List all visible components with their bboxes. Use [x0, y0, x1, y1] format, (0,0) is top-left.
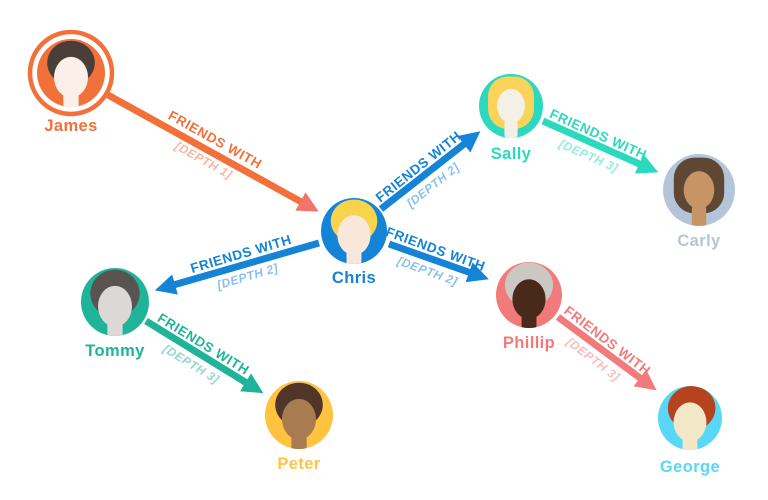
- edge-line: [144, 318, 264, 394]
- avatar-face: [673, 402, 707, 442]
- avatar-carly: [673, 157, 725, 226]
- edge-chris-tommy[interactable]: FRIENDS WITH [DEPTH 2]: [154, 232, 320, 298]
- node-label: Tommy: [85, 342, 145, 360]
- node-chris[interactable]: Chris: [321, 198, 387, 287]
- node-tommy[interactable]: Tommy: [81, 268, 149, 360]
- node-peter[interactable]: Peter: [265, 381, 333, 473]
- avatar-phillip: [504, 262, 554, 328]
- node-sally[interactable]: Sally: [479, 74, 543, 163]
- edge-chris-sally[interactable]: FRIENDS WITH [DEPTH 2]: [373, 128, 481, 223]
- avatar-neck: [691, 204, 707, 226]
- node-label: George: [660, 458, 720, 476]
- avatar-face: [497, 88, 525, 124]
- avatar-chris: [330, 199, 378, 264]
- avatar-face: [98, 285, 132, 327]
- avatar-sally: [488, 76, 534, 138]
- node-label: Carly: [677, 232, 721, 250]
- node-phillip[interactable]: Phillip: [496, 262, 562, 352]
- avatar-face: [54, 56, 88, 98]
- edge-sally-carly[interactable]: FRIENDS WITH [DEPTH 3]: [538, 106, 659, 183]
- edge-line: [387, 240, 489, 283]
- node-label: Phillip: [503, 334, 555, 352]
- edge-line: [106, 91, 319, 212]
- edge-line: [154, 239, 320, 295]
- edge-chris-phillip[interactable]: FRIENDS WITH [DEPTH 2]: [376, 224, 489, 296]
- avatar-george: [667, 386, 716, 450]
- edge-line: [541, 117, 659, 174]
- avatar-neck: [504, 119, 518, 138]
- avatar-face: [512, 279, 546, 320]
- edge-phillip-george[interactable]: FRIENDS WITH [DEPTH 3]: [547, 303, 657, 397]
- node-james[interactable]: James: [27, 29, 115, 135]
- edge-james-chris[interactable]: FRIENDS WITH [DEPTH 1]: [106, 91, 319, 212]
- node-label: James: [44, 117, 97, 135]
- node-label: Peter: [277, 455, 320, 473]
- edge-tommy-peter[interactable]: FRIENDS WITH [DEPTH 3]: [143, 310, 264, 397]
- edge-line: [555, 314, 657, 391]
- avatar-face: [683, 171, 715, 209]
- node-label: Chris: [332, 269, 376, 287]
- node-label: Sally: [491, 145, 532, 163]
- avatar-face: [282, 398, 316, 440]
- avatar-tommy: [90, 269, 140, 336]
- avatar-face: [337, 215, 371, 256]
- node-carly[interactable]: Carly: [663, 154, 735, 250]
- node-george[interactable]: George: [658, 386, 722, 476]
- edge-line: [378, 131, 481, 212]
- avatar-peter: [275, 382, 323, 449]
- avatar-james: [47, 40, 95, 107]
- node-highlight-ring: [27, 29, 115, 117]
